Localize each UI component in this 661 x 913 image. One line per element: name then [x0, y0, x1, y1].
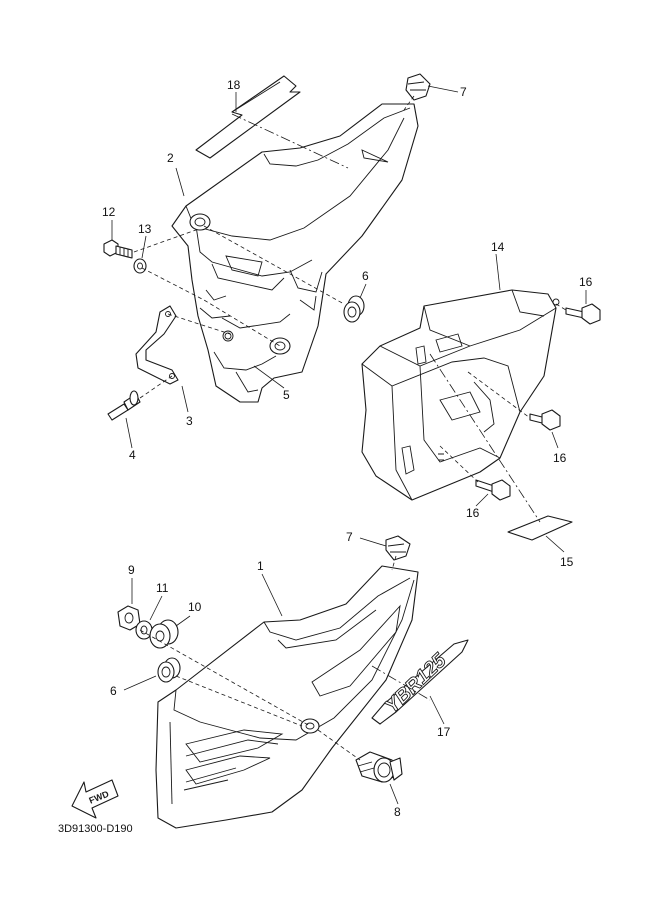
callout-5: 5: [283, 388, 290, 402]
part-6-damper-lower: [157, 657, 181, 683]
callout-16-c: 16: [466, 506, 480, 520]
callout-18: 18: [227, 78, 241, 92]
callout-13: 13: [138, 222, 152, 236]
part-16-bolt-a: [565, 303, 601, 325]
part-12-bolt: [103, 239, 133, 259]
part-3-bracket: [135, 305, 179, 385]
part-8-lock-assembly: [355, 751, 403, 783]
part-13-washer: [133, 258, 147, 274]
callout-14: 14: [491, 240, 505, 254]
part-18-emblem-strip: [195, 75, 301, 159]
callout-6-upper: 6: [362, 269, 369, 283]
part-14-battery-box: [361, 289, 560, 501]
part-4-rivet: [107, 390, 141, 421]
part-16-bolt-b: [529, 409, 561, 431]
callout-8: 8: [394, 805, 401, 819]
part-7-clip-lower: [385, 535, 411, 561]
callout-7-upper: 7: [460, 85, 467, 99]
callout-16-a: 16: [579, 275, 593, 289]
callout-11: 11: [156, 581, 169, 595]
part-2-upper-side-cover: [171, 103, 419, 403]
part-16-bolt-c: [475, 479, 511, 501]
leader-lines: [111, 85, 587, 805]
part-15-pad: [507, 515, 573, 541]
part-7-clip-upper: [405, 73, 431, 101]
callout-6-lower: 6: [110, 684, 117, 698]
fwd-arrow-icon: FWD: [71, 779, 119, 819]
part-5-grommet: [222, 330, 234, 342]
callout-17: 17: [437, 725, 451, 739]
drawing-code: 3D91300-D190: [58, 823, 133, 835]
part-1-lower-side-cover: [155, 565, 419, 829]
callout-2: 2: [167, 151, 174, 165]
callout-4: 4: [129, 448, 136, 462]
part-10-grommet: [149, 619, 179, 649]
callout-1: 1: [257, 559, 264, 573]
assembly-lines: [133, 95, 567, 761]
callout-3: 3: [186, 414, 193, 428]
callout-9: 9: [128, 563, 135, 577]
callout-12: 12: [102, 205, 116, 219]
part-6-damper-upper: [343, 295, 365, 323]
callout-15: 15: [560, 555, 574, 569]
callout-7-lower: 7: [346, 530, 353, 544]
callout-16-b: 16: [553, 451, 567, 465]
callout-10: 10: [188, 600, 202, 614]
